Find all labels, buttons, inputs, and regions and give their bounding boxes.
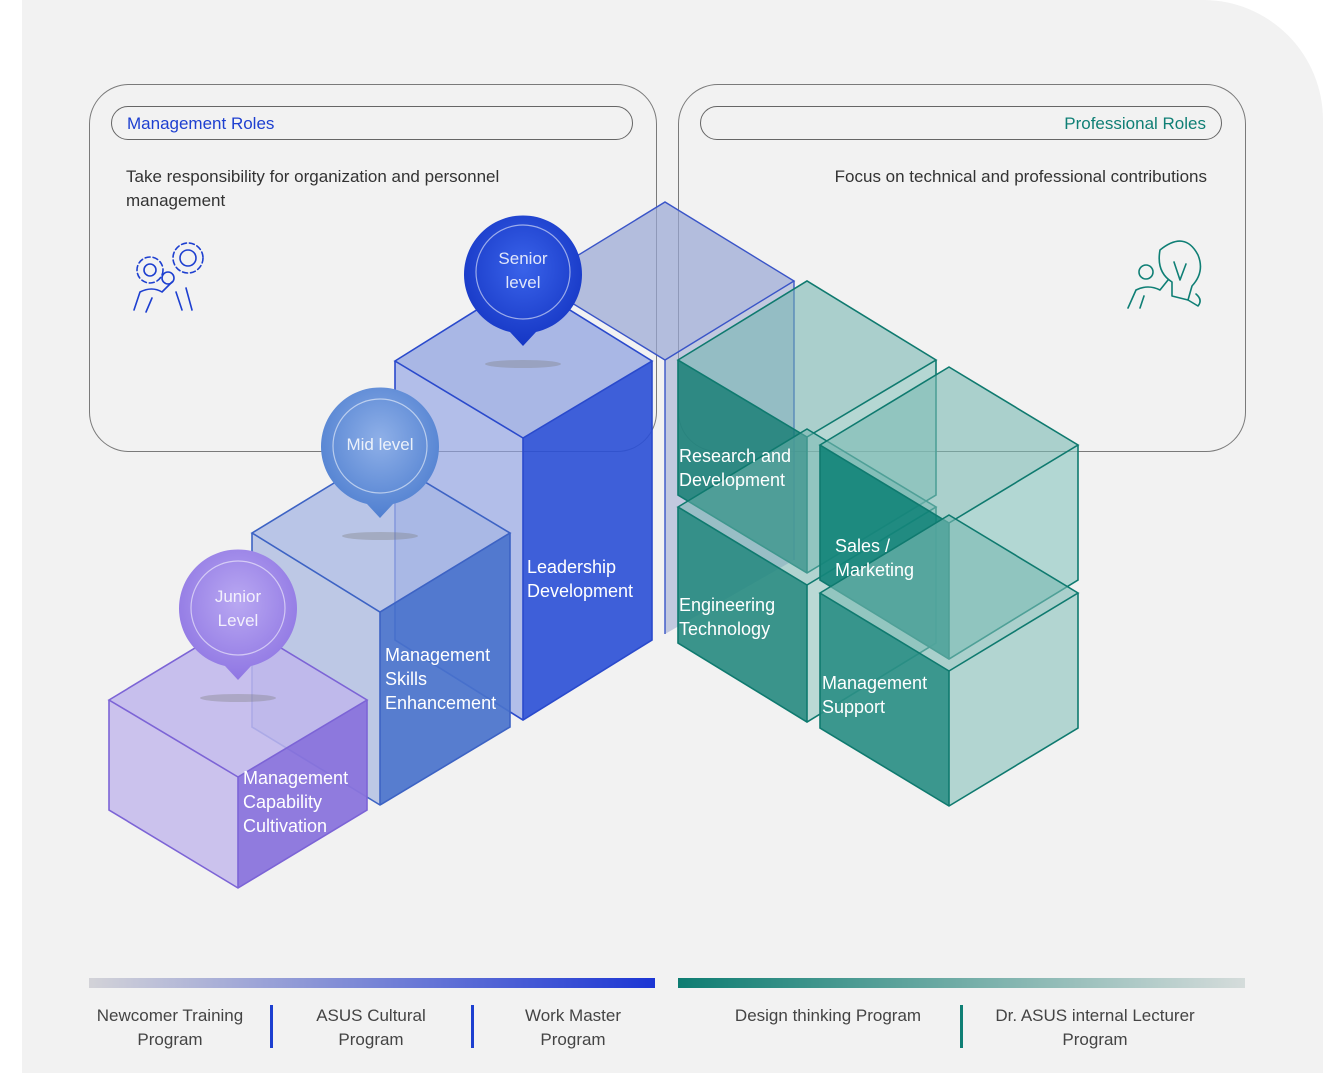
professional-roles-pill: Professional Roles <box>700 106 1222 140</box>
sales-marketing-label: Sales / Marketing <box>835 536 915 580</box>
design-thinking-program: Design thinking Program <box>734 1006 922 1025</box>
management-support-label: Management Support <box>822 673 928 717</box>
management-roles-title: Management Roles <box>127 114 275 133</box>
lightbulb-person-icon <box>1127 240 1202 309</box>
engineering-technology-label: Engineering Technology <box>679 595 776 639</box>
professional-programs-bar <box>678 978 1245 988</box>
mid-level-label: Mid level <box>346 435 414 454</box>
newcomer-training-program: Newcomer Training Program <box>96 1006 244 1049</box>
professional-roles-title: Professional Roles <box>1064 114 1206 133</box>
management-capability-cultivation-label: Management Capability Cultivation <box>243 768 349 836</box>
research-development-label: Research and Development <box>679 446 792 490</box>
mid-level-pin <box>321 387 440 518</box>
junior-level-pin <box>178 549 297 680</box>
professional-roles-description: Focus on technical and professional cont… <box>834 167 1207 186</box>
work-master-program: Work Master Program <box>524 1006 622 1049</box>
junior-level-label: Junior Level <box>214 587 262 630</box>
management-skills-enhancement-label: Management Skills Enhancement <box>385 645 497 713</box>
senior-level-label: Senior level <box>498 249 548 292</box>
dr-asus-internal-lecturer-program: Dr. ASUS internal Lecturer Program <box>995 1006 1195 1049</box>
management-programs-bar <box>89 978 655 988</box>
leadership-development-label: Leadership Development <box>527 557 634 601</box>
management-roles-description: Take responsibility for organization and… <box>126 167 500 210</box>
senior-level-pin <box>464 215 582 346</box>
asus-cultural-program: ASUS Cultural Program <box>316 1006 426 1049</box>
professional-cubes <box>676 280 1080 807</box>
gears-person-icon <box>133 242 204 313</box>
management-roles-pill: Management Roles <box>111 106 633 140</box>
